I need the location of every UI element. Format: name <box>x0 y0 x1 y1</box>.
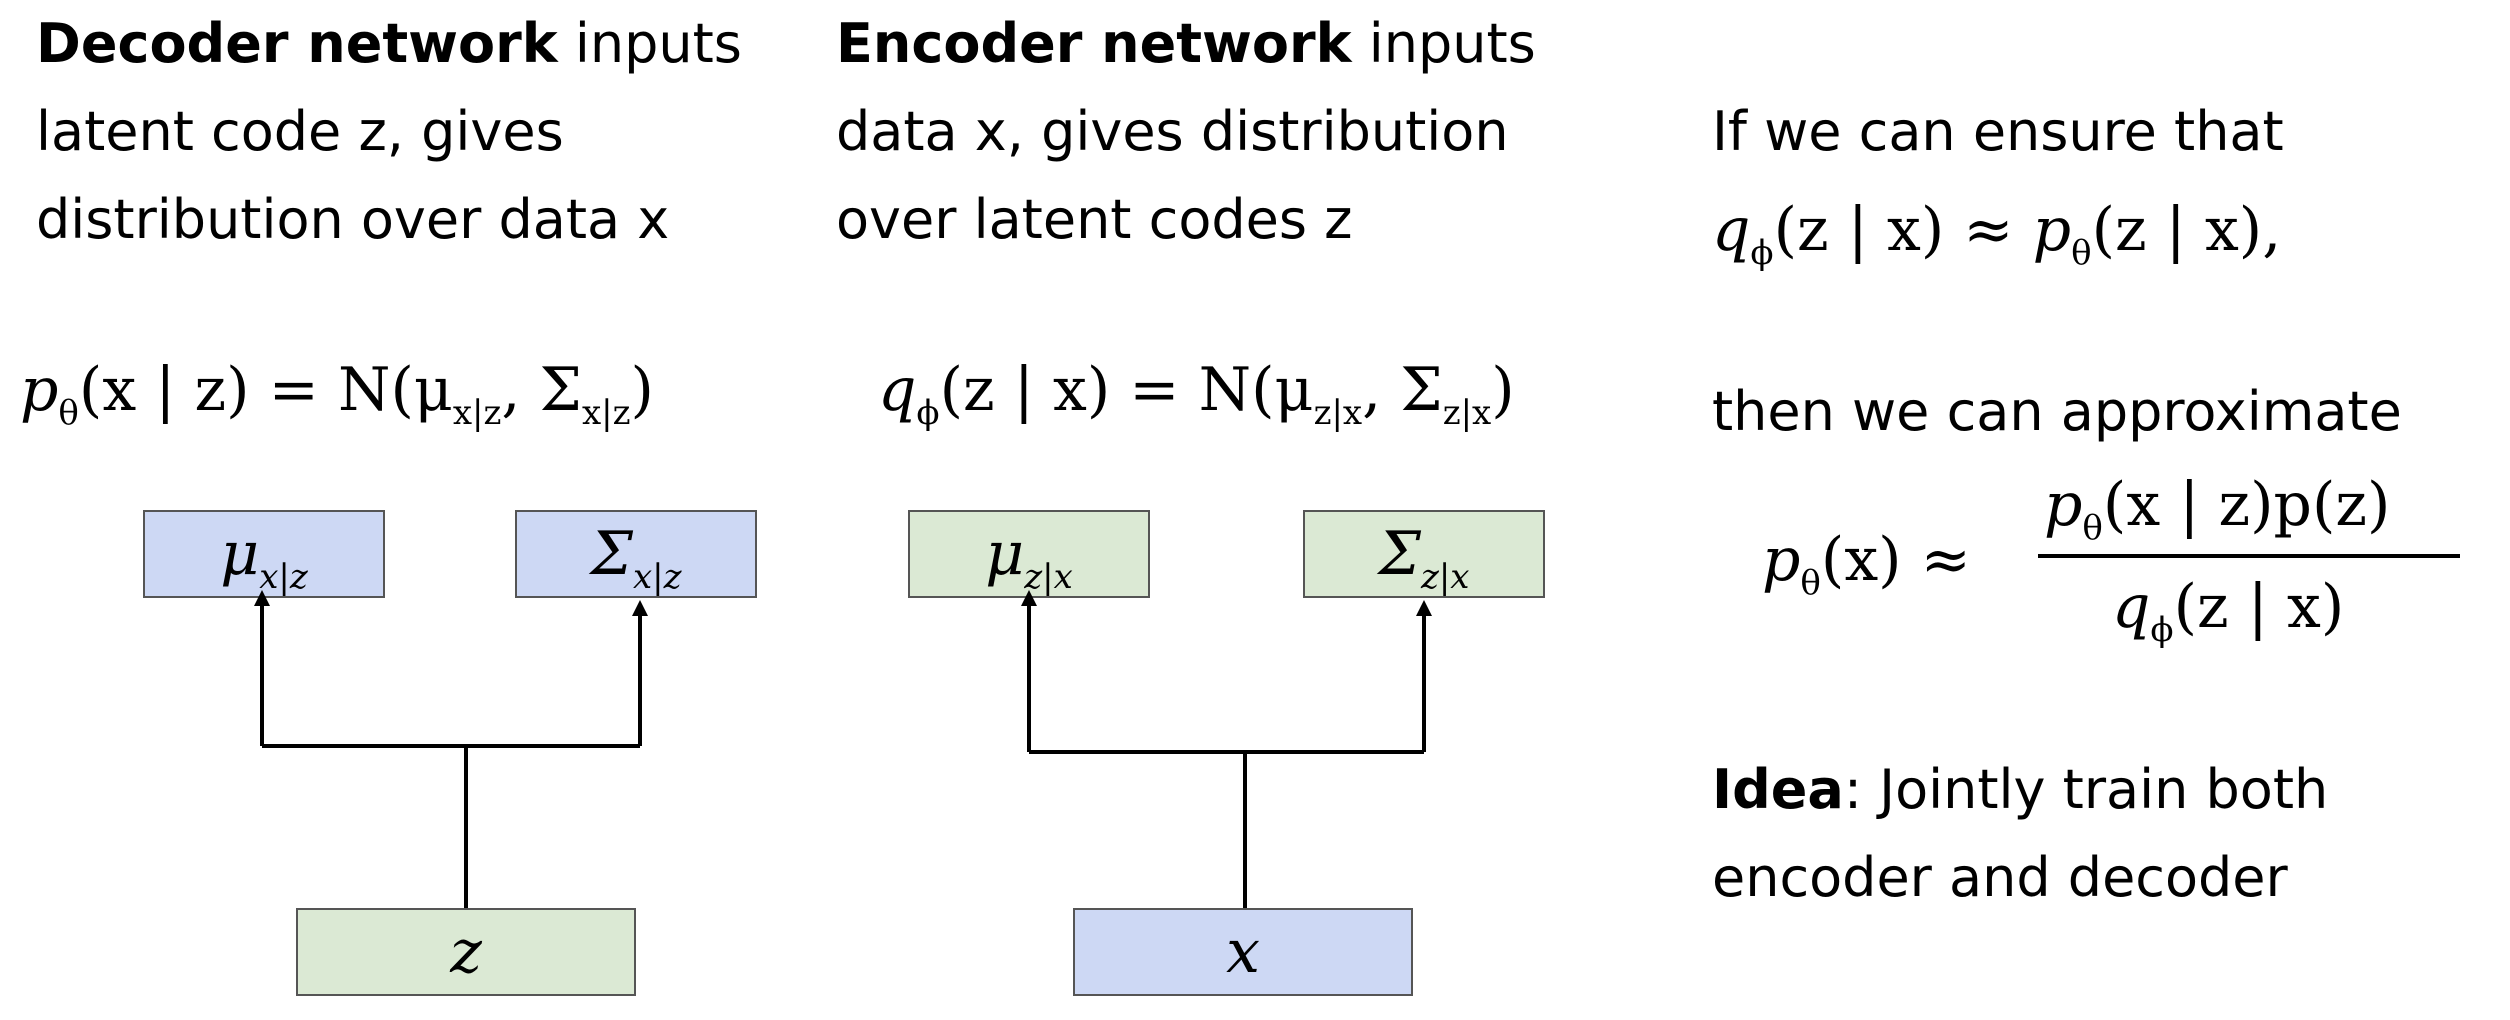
encoder-title-rest: inputs <box>1351 12 1536 75</box>
encoder-sigma-box: Σz|x <box>1303 510 1545 598</box>
idea-line1: Idea: Jointly train both <box>1712 746 2328 834</box>
approx-denominator: qϕ(z | x) <box>2112 572 2345 650</box>
approx-numerator: pθ(x | z)p(z) <box>2044 470 2391 548</box>
decoder-title-rest: inputs <box>557 12 742 75</box>
decoder-title-line: Decoder network inputs <box>36 0 742 88</box>
decoder-formula: pθ(x | z) = N(μx|z, Σx|z) <box>20 355 654 433</box>
encoder-input-x-box: x <box>1073 908 1413 996</box>
idea-rest: : Jointly train both <box>1843 758 2329 821</box>
right-condition: qϕ(z | x) ≈ pθ(z | x), <box>1712 195 2282 273</box>
encoder-formula: qϕ(z | x) = N(μz|x, Σz|x) <box>878 355 1515 433</box>
encoder-title-bold: Encoder network <box>836 12 1352 75</box>
encoder-desc-line3: over latent codes z <box>836 188 1353 251</box>
decoder-title-bold: Decoder network <box>36 12 558 75</box>
decoder-sigma-box: Σx|z <box>515 510 757 598</box>
encoder-mu-box: μz|x <box>908 510 1150 598</box>
encoder-sigma-arrowhead <box>1416 600 1432 616</box>
idea-bold: Idea <box>1712 758 1844 821</box>
decoder-mu-box: μx|z <box>143 510 385 598</box>
decoder-desc-line3: distribution over data x <box>36 188 670 251</box>
encoder-mu-arrowhead <box>1021 590 1037 606</box>
decoder-mu-arrowhead <box>254 590 270 606</box>
encoder-title-line: Encoder network inputs <box>836 0 1536 88</box>
idea-line2: encoder and decoder <box>1712 846 2288 909</box>
approx-fraction-bar <box>2038 554 2460 558</box>
right-line1: If we can ensure that <box>1712 100 2284 163</box>
encoder-desc-line2: data x, gives distribution <box>836 100 1509 163</box>
approx-lhs: pθ(x) ≈ <box>1762 525 1971 603</box>
decoder-input-z-box: z <box>296 908 636 996</box>
right-line3: then we can approximate <box>1712 380 2402 443</box>
decoder-desc-line2: latent code z, gives <box>36 100 564 163</box>
decoder-sigma-arrowhead <box>632 600 648 616</box>
